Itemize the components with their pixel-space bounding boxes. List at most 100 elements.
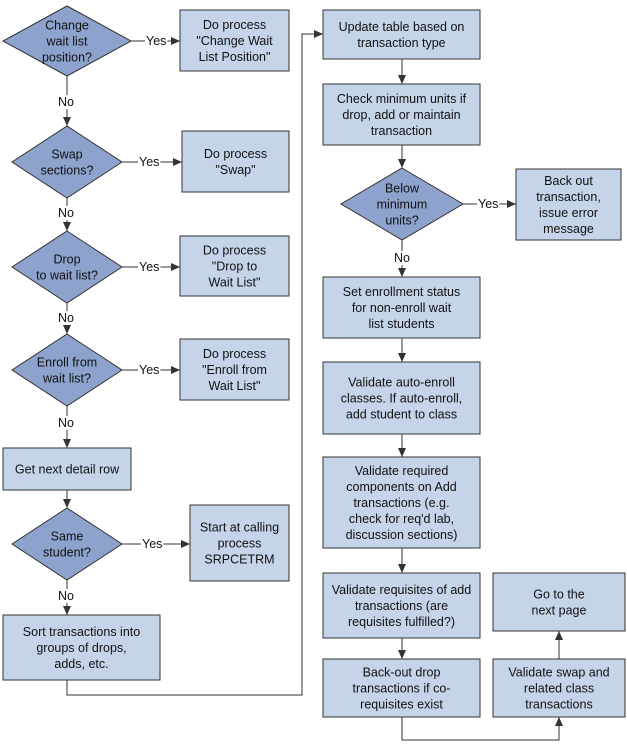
connector-line bbox=[401, 717, 563, 741]
edge-label-backdrop bbox=[138, 363, 161, 377]
node-label-line: Update table based on bbox=[339, 20, 465, 34]
node-label-line: "Enroll from bbox=[202, 363, 267, 377]
process-box-validate-requisites: Validate requisites of add transactions (… bbox=[322, 572, 481, 639]
edge-same-student-to-start-at-calling-process: Yes bbox=[122, 537, 190, 551]
edge-label-yes: Yes bbox=[139, 155, 159, 169]
process-box-shape bbox=[322, 9, 481, 60]
node-label-line: requisites exist bbox=[360, 698, 443, 712]
node-label-line: discussion sections) bbox=[346, 528, 458, 542]
process-box-shape bbox=[2, 614, 161, 681]
edge-label-backdrop bbox=[57, 589, 76, 603]
node-label-line: Go to the bbox=[533, 588, 584, 602]
process-box-shape bbox=[2, 447, 132, 491]
node-label-line: drop, add or maintain bbox=[342, 108, 460, 122]
node-label-line: Sort transactions into bbox=[23, 625, 140, 639]
node-label-line: sections? bbox=[41, 164, 94, 178]
edge-label-backdrop bbox=[141, 537, 164, 551]
node-label-line: Back-out drop bbox=[363, 666, 441, 680]
decision-diamond-shape bbox=[11, 333, 123, 407]
node-label-line: transaction type bbox=[357, 36, 445, 50]
edge-label-backdrop bbox=[57, 416, 76, 430]
node-label-line: related class bbox=[524, 682, 594, 696]
edge-label-no: No bbox=[58, 589, 74, 603]
edge-change-wait-list-position-to-process-change-wait-list-position: Yes bbox=[131, 34, 180, 48]
edge-label-backdrop bbox=[393, 251, 412, 265]
node-label-line: groups of drops, bbox=[36, 641, 126, 655]
edge-label-no: No bbox=[394, 251, 410, 265]
node-label-line: "Swap" bbox=[215, 163, 255, 177]
node-label-line: List Position" bbox=[199, 50, 271, 64]
node-label-line: transaction, bbox=[536, 190, 601, 204]
decision-swap-sections: Swap sections? bbox=[11, 125, 123, 199]
node-label-line: Do process bbox=[203, 244, 266, 258]
edge-label-backdrop bbox=[477, 197, 500, 211]
decision-diamond-shape bbox=[11, 230, 123, 304]
node-label-line: transactions if co- bbox=[353, 682, 451, 696]
edge-below-minimum-units-to-back-out-transaction: Yes bbox=[463, 197, 516, 211]
node-label-line: wait list? bbox=[42, 372, 91, 386]
node-label-line: student? bbox=[43, 546, 91, 560]
node-label: Get next detail row bbox=[15, 463, 120, 477]
node-label: Validate requisites of add transactions (… bbox=[332, 583, 471, 629]
node-label-line: Wait List" bbox=[209, 379, 261, 393]
edge-label-no: No bbox=[58, 95, 74, 109]
node-label-line: Same bbox=[51, 530, 84, 544]
edge-label-yes: Yes bbox=[139, 260, 159, 274]
node-label-line: Change bbox=[45, 19, 89, 33]
process-box-shape bbox=[322, 361, 481, 435]
node-label-line: Do process bbox=[204, 147, 267, 161]
node-label-line: Swap bbox=[51, 148, 82, 162]
node-label-line: Get next detail row bbox=[15, 463, 120, 477]
process-box-back-out-drop: Back-out drop transactions if co-requisit… bbox=[322, 658, 481, 718]
edge-enroll-from-wait-list-to-get-next-detail-row: No bbox=[57, 406, 76, 448]
node-label-line: next page bbox=[532, 604, 587, 618]
node-label-line: components on Add bbox=[346, 480, 457, 494]
process-box-shape bbox=[492, 658, 626, 718]
node-label: Swap sections? bbox=[41, 148, 94, 178]
process-box-shape bbox=[179, 235, 290, 297]
edge-drop-to-wait-list-to-process-drop-to-wait-list: Yes bbox=[122, 260, 180, 274]
node-label-line: Below bbox=[385, 182, 420, 196]
process-box-shape bbox=[181, 130, 290, 193]
edge-label-yes: Yes bbox=[146, 34, 166, 48]
node-label-line: Wait List" bbox=[209, 276, 261, 290]
node-label: Do process "Swap" bbox=[204, 147, 267, 177]
process-box-shape bbox=[179, 338, 290, 401]
edge-label-no: No bbox=[58, 416, 74, 430]
node-label: Same student? bbox=[43, 530, 91, 560]
decision-diamond-shape bbox=[11, 125, 123, 199]
node-label: Update table based on transaction type bbox=[339, 20, 465, 50]
edge-change-wait-list-position-to-swap-sections: No bbox=[57, 76, 76, 126]
process-box-shape bbox=[322, 572, 481, 639]
node-label-line: transactions (are bbox=[355, 599, 448, 613]
edge-label-no: No bbox=[58, 206, 74, 220]
edge-label-backdrop bbox=[57, 206, 76, 220]
edge-label-backdrop bbox=[57, 311, 76, 325]
edge-same-student-to-sort-transactions: No bbox=[57, 580, 76, 615]
node-label-line: position? bbox=[42, 51, 92, 65]
node-label-line: Drop bbox=[53, 253, 80, 267]
decision-diamond-shape bbox=[11, 507, 123, 581]
node-label-line: Validate requisites of add bbox=[332, 583, 471, 597]
process-box-shape bbox=[515, 168, 622, 241]
node-label-line: transactions (e.g. bbox=[354, 496, 450, 510]
